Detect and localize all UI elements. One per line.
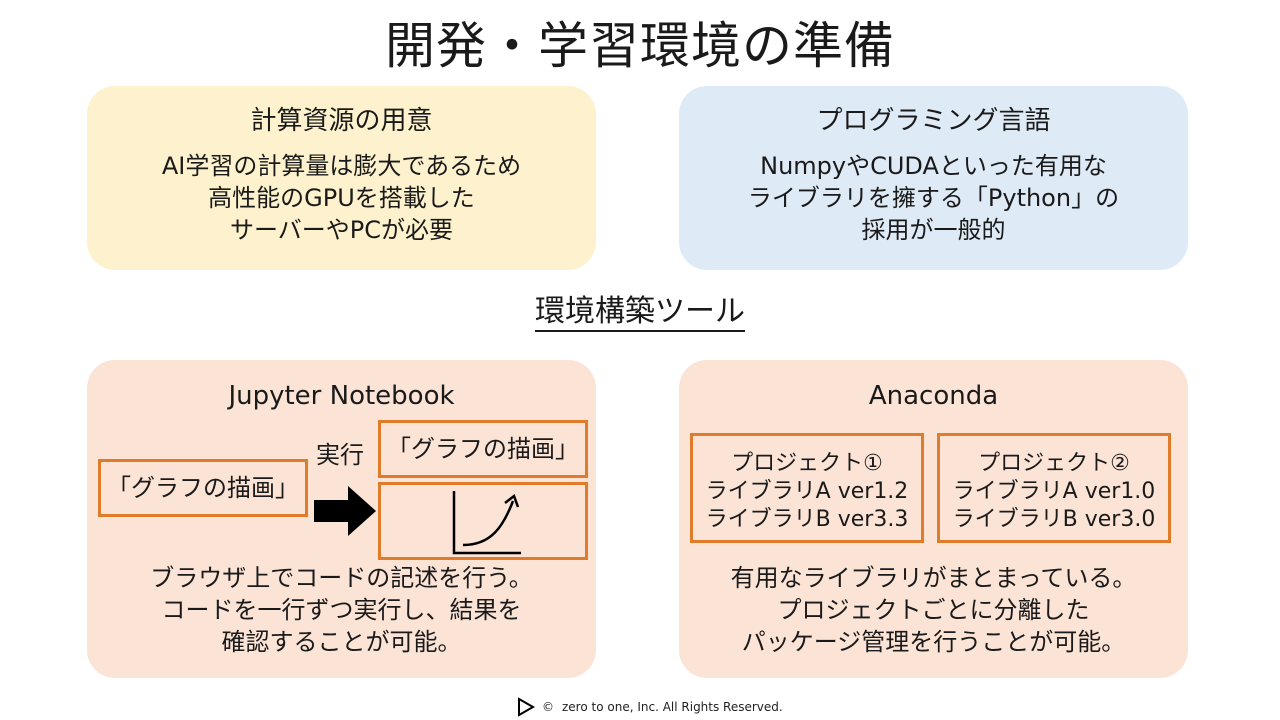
language-line-1: NumpyやCUDAといった有用な [760, 152, 1107, 180]
anaconda-line-1: 有用なライブラリがまとまっている。 [730, 564, 1137, 592]
output-label-box: 「グラフの描画」 [378, 420, 588, 478]
footer: © zero to one, Inc. All Rights Reserved. [516, 694, 783, 720]
project-2-lib-a: ライブラリA ver1.0 [952, 479, 1156, 504]
language-card-title: プログラミング言語 [816, 106, 1051, 136]
graph-output-box [378, 482, 588, 560]
jupyter-line-2: コードを一行ずつ実行し、結果を [161, 596, 522, 624]
company-logo-icon [518, 697, 536, 717]
tools-heading-text: 環境構築ツール [535, 294, 745, 332]
jupyter-card-title: Jupyter Notebook [228, 381, 455, 411]
programming-language-card: プログラミング言語 NumpyやCUDAといった有用な ライブラリを擁する「Py… [679, 86, 1188, 270]
output-label: 「グラフの描画」 [387, 435, 579, 463]
tools-heading: 環境構築ツール [0, 292, 1280, 332]
language-line-3: 採用が一般的 [861, 216, 1006, 244]
language-line-2: ライブラリを擁する「Python」の [747, 184, 1120, 212]
jupyter-line-1: ブラウザ上でコードの記述を行う。 [150, 564, 533, 592]
project-2-box: プロジェクト② ライブラリA ver1.0 ライブラリB ver3.0 [937, 433, 1171, 543]
anaconda-description: 有用なライブラリがまとまっている。 プロジェクトごとに分離した パッケージ管理を… [679, 562, 1188, 658]
exec-label: 実行 [316, 441, 364, 469]
project-2-lib-b: ライブラリB ver3.0 [952, 507, 1156, 532]
page-title: 開発・学習環境の準備 [385, 17, 895, 75]
project-1-name: プロジェクト① [731, 451, 883, 476]
jupyter-line-3: 確認することが可能。 [221, 628, 462, 656]
code-input-box: 「グラフの描画」 [98, 459, 308, 517]
copyright-text: zero to one, Inc. All Rights Reserved. [562, 700, 783, 714]
project-2-name: プロジェクト② [978, 451, 1130, 476]
anaconda-card-title: Anaconda [868, 381, 999, 411]
project-1-box: プロジェクト① ライブラリA ver1.2 ライブラリB ver3.3 [690, 433, 924, 543]
code-input-label: 「グラフの描画」 [107, 474, 299, 502]
compute-line-3: サーバーやPCが必要 [230, 216, 453, 244]
compute-line-2: 高性能のGPUを搭載した [208, 184, 475, 212]
project-1-lib-b: ライブラリB ver3.3 [705, 507, 909, 532]
copyright-symbol: © [542, 700, 554, 714]
project-1-lib-a: ライブラリA ver1.2 [705, 479, 909, 504]
jupyter-description: ブラウザ上でコードの記述を行う。 コードを一行ずつ実行し、結果を 確認することが… [87, 562, 596, 658]
compute-resources-card: 計算資源の用意 AI学習の計算量は膨大であるため 高性能のGPUを搭載した サー… [87, 86, 596, 270]
compute-line-1: AI学習の計算量は膨大であるため [161, 152, 522, 180]
anaconda-line-2: プロジェクトごとに分離した [777, 596, 1090, 624]
graph-curve-icon [452, 491, 521, 555]
arrow-right-icon [314, 486, 376, 536]
anaconda-line-3: パッケージ管理を行うことが可能。 [741, 628, 1126, 656]
compute-card-title: 計算資源の用意 [250, 106, 433, 136]
